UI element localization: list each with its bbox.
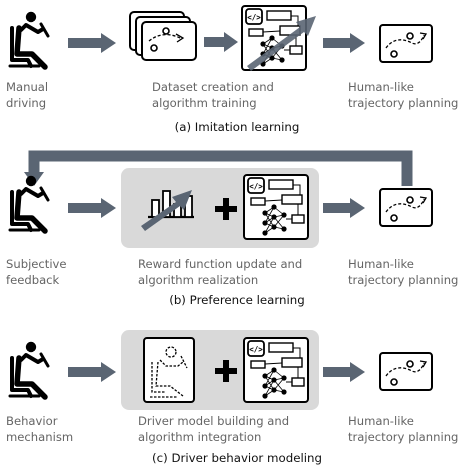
output-label-line: trajectory planning [348,273,459,287]
reward-bar-chart-icon [141,190,194,231]
output-label-line: Human-like [348,414,414,428]
neural-network-flowchart-icon [241,5,307,71]
input-label-line: driving [6,96,47,110]
driver-behavior-modeling-section [10,330,433,410]
flow-arrow-icon [68,198,116,218]
flow-arrow-icon [323,33,365,53]
flow-arrow-icon [204,32,238,52]
input-label-line: mechanism [6,430,74,444]
section-caption: (b) Preference learning [169,293,305,307]
trajectory-plan-icon [379,352,433,391]
driver-seat-icon [10,12,48,67]
process-label-line: algorithm training [152,96,257,110]
input-label-line: feedback [6,273,60,287]
neural-network-flowchart-icon [243,337,309,403]
trajectory-plan-icon [379,24,433,63]
section-caption: (a) Imitation learning [174,120,300,134]
process-label: Dataset creation and algorithm training [152,79,274,111]
driver-model-sketch-icon [143,337,195,403]
flow-arrow-icon [323,198,365,218]
trajectory-plan-icon [379,188,433,227]
feedback-loop-arrow-icon [28,150,413,186]
imitation-learning-section [10,5,433,71]
process-label-line: algorithm integration [138,430,262,444]
input-label-line: Manual [6,80,49,94]
flow-arrow-icon [68,33,116,53]
input-label-line: Subjective [6,257,67,271]
output-label: Human-like trajectory planning [348,413,458,445]
process-label: Reward function update and algorithm rea… [138,256,302,288]
progress-trend-arrow-icon [247,16,316,71]
flow-arrow-icon [68,362,116,382]
driver-seat-icon [10,342,48,397]
process-label-line: algorithm realization [138,273,259,287]
output-label-line: Human-like [348,80,414,94]
dataset-stack-icon [129,11,197,61]
process-label-line: Dataset creation and [152,80,274,94]
output-label-line: trajectory planning [348,96,459,110]
input-label: Manual driving [6,79,48,111]
output-label: Human-like trajectory planning [348,256,458,288]
output-label: Human-like trajectory planning [348,79,458,111]
flow-arrow-icon [323,362,365,382]
preference-learning-section [10,150,433,248]
input-label: Behavior mechanism [6,413,73,445]
section-caption: (c) Driver behavior modeling [152,451,322,465]
input-label: Subjective feedback [6,256,67,288]
driver-seat-icon [10,176,48,231]
output-label-line: trajectory planning [348,430,459,444]
neural-network-flowchart-icon [243,174,309,240]
process-label: Driver model building and algorithm inte… [138,413,289,445]
process-label-line: Driver model building and [138,414,290,428]
process-label-line: Reward function update and [138,257,303,271]
output-label-line: Human-like [348,257,414,271]
input-label-line: Behavior [6,414,58,428]
